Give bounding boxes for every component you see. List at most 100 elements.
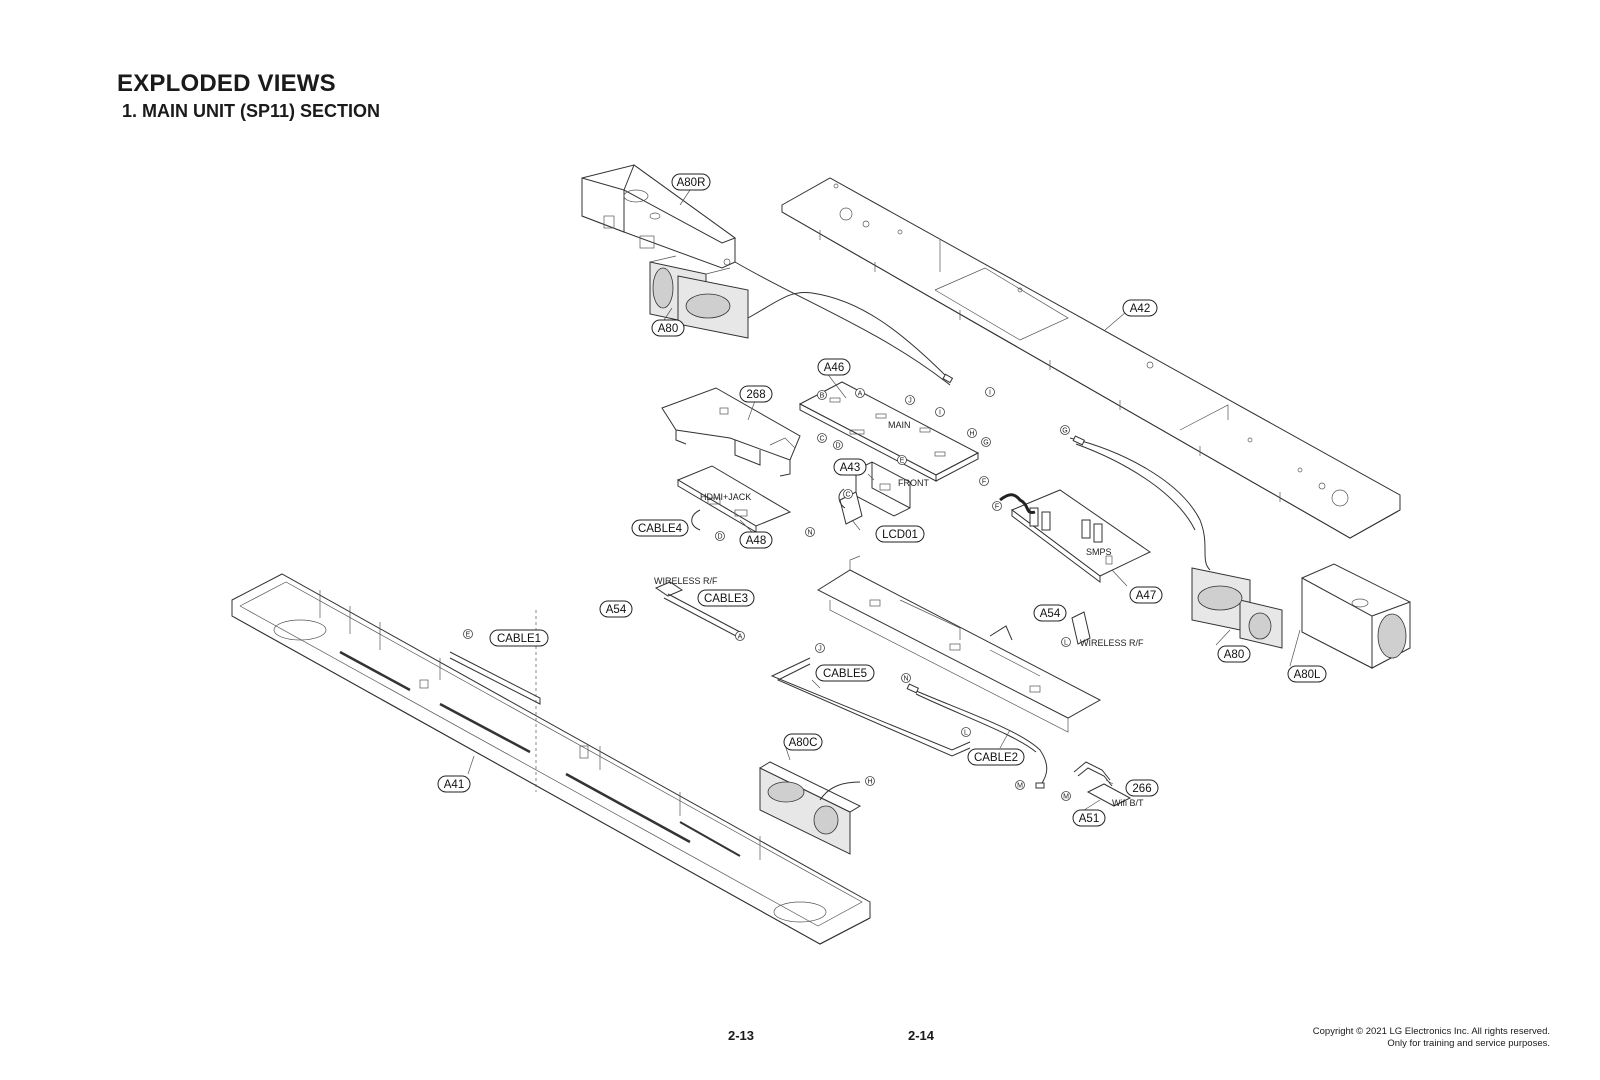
a80l-speaker-enclosure	[1301, 563, 1411, 669]
wireless-rf-right-board	[1071, 611, 1091, 645]
board-label-wireless-rf-right: WIRELESS R/F	[1080, 638, 1144, 648]
board-label-front: FRONT	[898, 478, 929, 488]
svg-text:F: F	[982, 479, 986, 486]
connector-b: B	[817, 390, 827, 400]
connector-l-wireless: L	[1061, 637, 1071, 647]
svg-text:I: I	[939, 410, 941, 417]
svg-text:A80R: A80R	[677, 177, 706, 189]
svg-text:CABLE5: CABLE5	[823, 668, 867, 680]
svg-text:L: L	[1064, 640, 1068, 647]
svg-text:E: E	[900, 458, 905, 465]
a51-wifi-board	[1086, 783, 1132, 807]
svg-text:CABLE3: CABLE3	[704, 593, 748, 605]
label-a54-right: A54	[1033, 604, 1067, 622]
label-268: 268	[739, 385, 773, 403]
266-clip	[1073, 761, 1113, 787]
label-cable1: CABLE1	[489, 629, 549, 647]
label-a51: A51	[1072, 809, 1106, 827]
copyright-line-1: Copyright © 2021 LG Electronics Inc. All…	[1312, 1026, 1550, 1037]
connector-l-cable5: L	[961, 727, 971, 737]
a80c-centre-speaker	[758, 761, 862, 855]
label-lcd01: LCD01	[875, 525, 925, 543]
a42-top-plate	[781, 177, 1401, 539]
connector-j-main: J	[905, 395, 915, 405]
connector-h-main: H	[967, 428, 977, 438]
connector-i-main: I	[935, 407, 945, 417]
svg-text:J: J	[908, 398, 912, 405]
svg-text:H: H	[867, 779, 872, 786]
label-a48: A48	[739, 531, 773, 549]
wireless-rf-left-board	[654, 581, 684, 597]
label-a80-top: A80	[651, 319, 685, 337]
a41-bottom-cabinet	[231, 573, 871, 945]
svg-text:C: C	[845, 492, 850, 499]
a46-main-board	[798, 381, 980, 482]
svg-text:M: M	[1063, 794, 1069, 801]
svg-text:CABLE1: CABLE1	[497, 633, 541, 645]
svg-text:A80L: A80L	[1294, 669, 1321, 681]
connector-n-hdmi: N	[805, 527, 815, 537]
board-label-hdmi-jack: HDMI+JACK	[700, 492, 751, 502]
connector-i-top: I	[985, 387, 995, 397]
svg-text:D: D	[717, 534, 722, 541]
page-number-left: 2-13	[728, 1028, 755, 1043]
page-title: EXPLODED VIEWS	[117, 70, 336, 97]
svg-text:LCD01: LCD01	[882, 529, 918, 541]
svg-text:CABLE2: CABLE2	[974, 752, 1018, 764]
svg-text:M: M	[1017, 783, 1023, 790]
board-label-smps: SMPS	[1086, 547, 1112, 557]
connector-n-cable2: N	[901, 673, 911, 683]
label-a80r: A80R	[671, 173, 711, 191]
svg-text:G: G	[983, 440, 988, 447]
connector-d-hdmi: D	[715, 531, 725, 541]
page-number-right: 2-14	[908, 1028, 935, 1043]
svg-text:A41: A41	[444, 779, 464, 791]
svg-text:A46: A46	[824, 362, 844, 374]
label-cable4: CABLE4	[631, 519, 689, 537]
svg-text:A54: A54	[1040, 608, 1061, 620]
svg-text:L: L	[964, 730, 968, 737]
label-cable5: CABLE5	[815, 664, 875, 682]
copyright-line-2: Only for training and service purposes.	[1387, 1038, 1550, 1049]
label-a41: A41	[437, 775, 471, 793]
page-subtitle: 1. MAIN UNIT (SP11) SECTION	[122, 101, 381, 121]
label-cable3: CABLE3	[697, 589, 755, 607]
268-bracket	[661, 387, 801, 477]
svg-text:A42: A42	[1130, 303, 1150, 315]
svg-text:H: H	[969, 431, 974, 438]
label-a54-left: A54	[599, 600, 633, 618]
connector-g-right: G	[1060, 425, 1070, 435]
label-cable2: CABLE2	[967, 748, 1025, 766]
svg-text:I: I	[989, 390, 991, 397]
svg-text:A51: A51	[1079, 813, 1099, 825]
svg-text:C: C	[819, 436, 824, 443]
connector-j-cable5: J	[815, 643, 825, 653]
svg-text:J: J	[818, 646, 822, 653]
connector-c-main: C	[817, 433, 827, 443]
svg-text:E: E	[466, 632, 471, 639]
svg-text:CABLE4: CABLE4	[638, 523, 683, 535]
connector-f-smps: F	[992, 501, 1002, 511]
a80-top-speaker-pair	[649, 255, 749, 339]
label-a46: A46	[817, 358, 851, 376]
label-a80c: A80C	[783, 733, 823, 751]
label-a80l: A80L	[1287, 665, 1327, 683]
svg-text:268: 268	[746, 389, 765, 401]
a80r-speaker-enclosure	[581, 164, 737, 269]
svg-text:A80: A80	[1224, 649, 1244, 661]
connector-m-a51: M	[1061, 791, 1071, 801]
svg-text:A: A	[858, 391, 863, 398]
label-a43: A43	[833, 458, 867, 476]
connector-f-main: F	[979, 476, 989, 486]
label-a42: A42	[1122, 299, 1158, 317]
a47-smps-board	[1011, 489, 1151, 583]
svg-text:A43: A43	[840, 462, 860, 474]
svg-text:A: A	[738, 634, 743, 641]
connector-e-cable1: E	[463, 629, 473, 639]
svg-text:F: F	[995, 504, 999, 511]
copyright-notice: Copyright © 2021 LG Electronics Inc. All…	[1313, 1026, 1550, 1050]
connector-h-a80c: H	[865, 776, 875, 786]
svg-text:A80C: A80C	[789, 737, 818, 749]
board-label-main: MAIN	[888, 420, 911, 430]
board-label-wireless-rf-left: WIRELESS R/F	[654, 576, 718, 586]
